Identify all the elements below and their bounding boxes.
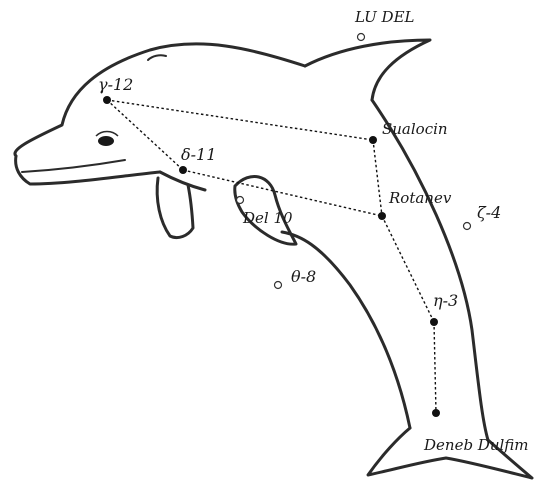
star-sualocin: [369, 136, 377, 144]
star-gamma-12: [103, 96, 111, 104]
dolphin-underside: [160, 172, 205, 190]
label-deneb-dulfim: Deneb Dulfim: [423, 436, 529, 454]
star-delta-11: [179, 166, 187, 174]
link-eta-3-to-deneb-dulfim: [434, 322, 436, 413]
star-del-10: [237, 197, 244, 204]
label-zeta-4: ζ-4: [477, 203, 501, 222]
dolphin-eye: [96, 132, 118, 147]
star-labels: γ-12 δ-11 Sualocin Rotanev η-3 Deneb Dul…: [98, 8, 529, 454]
label-theta-8: θ-8: [291, 267, 316, 286]
label-eta-3: η-3: [433, 291, 458, 310]
dolphin-outline: [15, 40, 532, 478]
label-del-10: Del 10: [242, 209, 293, 227]
dolphin-blowhole: [148, 55, 166, 60]
dolphin-back-curve: [372, 100, 488, 440]
label-gamma-12: γ-12: [98, 75, 133, 94]
link-sualocin-to-rotanev: [373, 140, 382, 216]
label-delta-11: δ-11: [181, 145, 216, 164]
star-zeta-4: [464, 223, 471, 230]
link-gamma-12-to-sualocin: [107, 100, 373, 140]
label-rotanev: Rotanev: [388, 189, 452, 207]
star-eta-3: [430, 318, 438, 326]
constellation-lines: [107, 100, 436, 413]
link-rotanev-to-eta-3: [382, 216, 434, 322]
star-deneb-dulfim: [432, 409, 440, 417]
dolphin-back: [15, 44, 305, 156]
dolphin-dorsal-fin: [305, 40, 430, 100]
dolphin-front-fin: [157, 178, 193, 238]
link-gamma-12-to-delta-11: [107, 100, 183, 170]
star-theta-8: [275, 282, 282, 289]
star-rotanev: [378, 212, 386, 220]
label-lu-del: LU DEL: [354, 8, 415, 26]
dolphin-belly: [282, 232, 410, 428]
star-lu-del: [358, 34, 365, 41]
dolphin-mouth: [22, 160, 125, 172]
label-sualocin: Sualocin: [382, 120, 448, 138]
